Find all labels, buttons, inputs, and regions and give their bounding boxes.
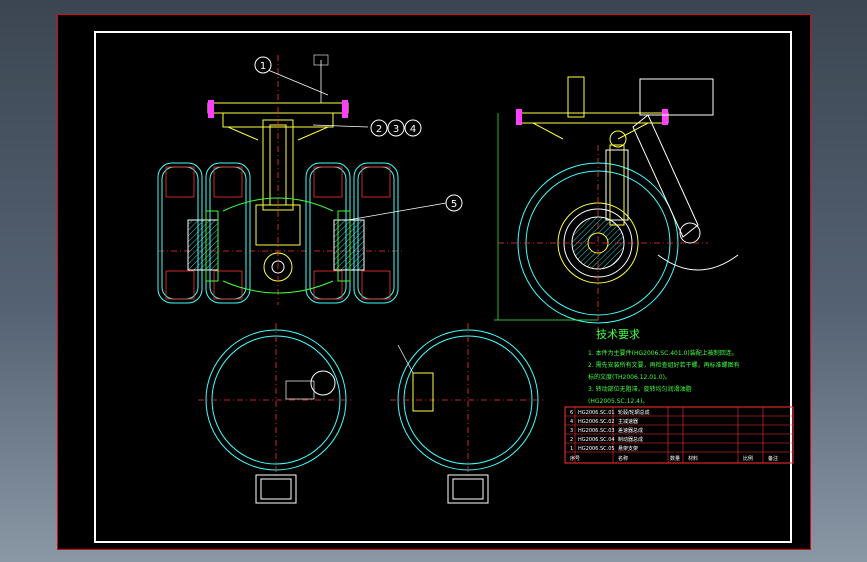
footer-no: 序号 — [570, 455, 580, 462]
footer-name: 名称 — [618, 455, 628, 462]
bottom-left-section — [198, 323, 354, 504]
balloon-2-label: 2 — [376, 124, 382, 135]
row4-no: 2 — [570, 437, 573, 443]
balloon-1-label: 1 — [260, 61, 266, 72]
note-line-1: 1. 本件为主要件(HG2006.SC.401.0)装配上被制回连。 — [588, 349, 738, 357]
note-line-4: 3. 转动部位无阻滞，旋转均匀润滑油脂 — [588, 385, 692, 393]
footer-qty: 数量 — [670, 455, 680, 462]
row5-no: 1 — [570, 446, 573, 452]
parts-list: 6 HG2006.SC.01 轮毂/轮辋总成 4 HG2006.SC.02 主减… — [564, 406, 794, 464]
row4-name: 制动器总成 — [618, 436, 643, 443]
drawing-sheet[interactable]: 1 2 3 4 5 — [57, 14, 811, 550]
side-view — [494, 76, 739, 335]
footer-material: 材料 — [688, 455, 698, 462]
balloon-5-label: 5 — [451, 199, 457, 210]
right-tyre-pair — [305, 162, 399, 304]
row3-code: HG2006.SC.03 — [578, 428, 615, 434]
technical-notes: 技术要求 1. 本件为主要件(HG2006.SC.401.0)装配上被制回连。 … — [588, 328, 740, 405]
row5-code: HG2006.SC.05 — [578, 446, 615, 452]
row5-name: 悬架支架 — [618, 445, 638, 452]
note-line-2: 2. 需先安装所有文要，再检查组好若干螺，再标准螺图有 — [588, 361, 740, 369]
cad-drawing: 1 2 3 4 5 — [157, 54, 794, 504]
notes-title: 技术要求 — [596, 328, 640, 341]
row1-name: 轮毂/轮辋总成 — [618, 409, 650, 416]
row2-name: 主减速器 — [618, 418, 638, 425]
balloon-4: 4 — [404, 119, 422, 137]
row2-no: 4 — [570, 419, 573, 425]
bottom-middle-section — [390, 323, 546, 504]
footer-note: 备注 — [768, 455, 778, 462]
footer-scale: 比例 — [743, 455, 753, 462]
balloon-3-label: 3 — [393, 124, 399, 135]
row2-code: HG2006.SC.02 — [578, 419, 615, 425]
row4-code: HG2006.SC.04 — [578, 437, 615, 443]
left-tyre-pair — [157, 162, 251, 304]
balloon-5: 5 — [445, 194, 463, 212]
row3-name: 差速器总成 — [618, 427, 643, 434]
front-view — [157, 54, 447, 305]
note-line-5: (HG2005.SC.12.4)。 — [588, 398, 648, 405]
balloon-4-label: 4 — [410, 124, 416, 135]
note-line-3: 标的文度(TH2006.12.01.0)。 — [588, 373, 671, 381]
row3-no: 3 — [570, 428, 573, 434]
balloon-1: 1 — [254, 56, 272, 74]
row1-no: 6 — [570, 410, 573, 416]
row1-code: HG2006.SC.01 — [578, 410, 615, 416]
balloon-2: 2 — [370, 119, 388, 137]
balloon-3: 3 — [387, 119, 405, 137]
drawing-frame — [94, 31, 792, 543]
